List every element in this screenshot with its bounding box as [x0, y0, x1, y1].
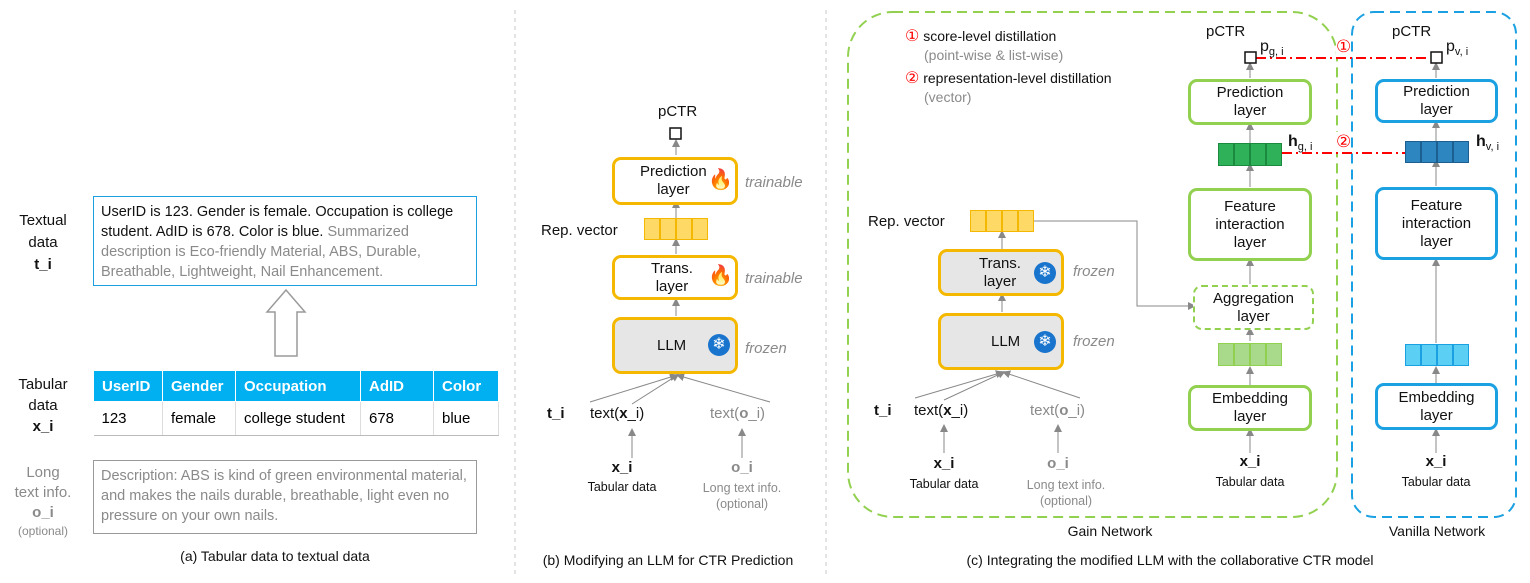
rep-vector-label-b: Rep. vector: [541, 222, 618, 239]
pctr-output-square-b: [669, 127, 682, 140]
o-i-label-b: o_i: [731, 459, 753, 476]
x-i-label-vanilla: x_i: [1425, 453, 1447, 470]
caption-c: (c) Integrating the modified LLM with th…: [966, 552, 1374, 568]
text-o-label-c: text(o_i): [1030, 402, 1086, 419]
trans-layer-b: Trans.layer: [612, 255, 738, 300]
fire-icon: 🔥: [708, 169, 733, 191]
tabular-data-label-gain: Tabular data: [1215, 475, 1285, 489]
frozen-label-c2: frozen: [1073, 333, 1115, 350]
table-header-cell: Occupation: [235, 370, 361, 402]
legend-representation-sub: (vector): [924, 89, 972, 105]
pctr-output-square-gain: [1244, 51, 1257, 64]
embedding-vector-gain: [1218, 343, 1282, 366]
legend-score-sub: (point-wise & list-wise): [924, 47, 1064, 63]
snowflake-icon: ❄: [708, 334, 730, 356]
gain-network-frame: [847, 11, 1338, 518]
table-cell: female: [162, 401, 236, 436]
gain-network-label: Gain Network: [1067, 523, 1153, 539]
caption-b: (b) Modifying an LLM for CTR Prediction: [542, 552, 794, 568]
x-i-label-gain: x_i: [1239, 453, 1261, 470]
textual-data-label: Textual data t_i: [19, 212, 67, 273]
pctr-label-vanilla: pCTR: [1392, 23, 1432, 40]
text-o-label-b: text(o_i): [710, 405, 766, 422]
representation-distillation-mark: ②: [1336, 132, 1352, 152]
snowflake-icon: ❄: [1034, 331, 1056, 353]
long-text-label: Long text info. o_i (optional): [14, 464, 72, 538]
textual-data-black: UserID is 123. Gender is female. Occupat…: [101, 204, 454, 240]
hidden-vector-gain: [1218, 143, 1282, 166]
legend-score: ① score-level distillation: [905, 28, 1057, 45]
panel-c-llm-arrows: [914, 220, 1196, 453]
tabular-data-label-c: Tabular data: [909, 477, 979, 491]
caption-a: (a) Tabular data to textual data: [180, 548, 370, 564]
trainable-label-2: trainable: [745, 270, 803, 287]
o-i-label-c: o_i: [1047, 455, 1069, 472]
tabular-data-label-vanilla: Tabular data: [1401, 475, 1471, 489]
tabular-data-label: Tabular data x_i: [18, 376, 68, 435]
x-i-label-b: x_i: [611, 459, 633, 476]
legend-representation: ② representation-level distillation: [905, 70, 1112, 87]
table-cell: blue: [433, 401, 499, 436]
vanilla-network-label: Vanilla Network: [1388, 523, 1486, 539]
table-header-cell: Color: [433, 370, 499, 402]
vanilla-network-frame: [1351, 11, 1517, 518]
rep-vector-c: [970, 210, 1034, 232]
table-cell: 678: [360, 401, 434, 436]
embedding-vector-vanilla: [1405, 344, 1469, 366]
pctr-output-square-vanilla: [1430, 51, 1443, 64]
h-vanilla-label: hv, i: [1476, 133, 1500, 154]
h-gain-label: hg, i: [1288, 133, 1313, 154]
score-distillation-mark: ①: [1336, 37, 1352, 57]
t-i-label-b: t_i: [547, 405, 565, 422]
tabular-data-table: UserID Gender Occupation AdID Color 123 …: [93, 370, 499, 436]
table-header-cell: AdID: [360, 370, 434, 402]
snowflake-icon: ❄: [1034, 262, 1056, 284]
x-i-label-c: x_i: [933, 455, 955, 472]
textual-data-box: UserID is 123. Gender is female. Occupat…: [93, 196, 477, 286]
frozen-label-c1: frozen: [1073, 263, 1115, 280]
table-header-cell: UserID: [93, 370, 163, 402]
tabular-data-label-b: Tabular data: [587, 480, 657, 494]
table-header-cell: Gender: [162, 370, 236, 402]
t-i-label-c: t_i: [874, 402, 892, 419]
table-row: 123 female college student 678 blue: [93, 401, 499, 436]
table-cell: 123: [93, 401, 163, 436]
long-text-label-b: Long text info.(optional): [702, 481, 782, 511]
long-text-label-c: Long text info.(optional): [1026, 478, 1106, 508]
frozen-label-b: frozen: [745, 340, 787, 357]
p-vanilla-label: pv, i: [1446, 38, 1469, 59]
pctr-label-b: pCTR: [658, 103, 698, 120]
fire-icon: 🔥: [708, 265, 733, 287]
hidden-vector-vanilla: [1405, 141, 1469, 163]
table-cell: college student: [235, 401, 361, 436]
textual-data-summary: Summarized description is Eco-friendly M…: [101, 224, 421, 280]
text-x-label-b: text(x_i): [590, 405, 645, 422]
hollow-up-arrow-icon: [265, 288, 307, 357]
long-text-box: Description: ABS is kind of green enviro…: [93, 460, 477, 534]
text-x-label-c: text(x_i): [914, 402, 969, 419]
pctr-label-gain: pCTR: [1206, 23, 1246, 40]
trainable-label-1: trainable: [745, 174, 803, 191]
p-gain-label: pg, i: [1260, 38, 1284, 59]
rep-vector-label-c: Rep. vector: [868, 213, 945, 230]
table-header-row: UserID Gender Occupation AdID Color: [93, 370, 499, 402]
rep-vector-b: [644, 218, 708, 240]
